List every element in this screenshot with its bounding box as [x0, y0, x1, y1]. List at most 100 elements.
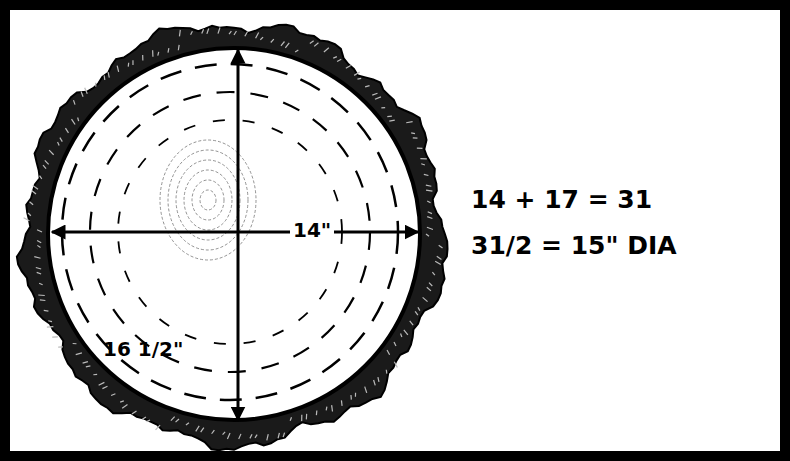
bark-texture [83, 362, 88, 363]
bark-texture [260, 37, 263, 40]
bark-texture [43, 165, 46, 169]
bark-texture [234, 31, 236, 35]
bark-texture [58, 346, 63, 347]
bark-outline [17, 25, 448, 451]
bark-texture [167, 48, 169, 53]
bark-texture [48, 320, 52, 322]
bark-texture [72, 119, 76, 124]
bark-texture [37, 240, 41, 242]
bark-texture [212, 430, 215, 434]
bark-texture [423, 297, 428, 301]
bark-texture [196, 426, 199, 431]
bark-texture [354, 72, 360, 75]
bark-texture [39, 283, 43, 285]
bark-texture [218, 27, 220, 33]
bark-texture [372, 93, 377, 95]
bark-texture [65, 128, 68, 133]
bark-texture [290, 417, 291, 421]
bark-texture [435, 261, 441, 264]
bark-texture [387, 116, 392, 118]
bark-texture [85, 88, 88, 94]
bark-texture [374, 380, 376, 385]
bark-texture [365, 387, 367, 393]
bark-texture [111, 394, 115, 396]
bark-texture [426, 185, 431, 186]
bark-texture [122, 404, 127, 408]
bark-texture [420, 158, 426, 159]
bark-texture [156, 425, 161, 430]
bark-texture [186, 423, 189, 425]
calculation-text: 14 + 17 = 31 [468, 186, 655, 214]
bark-texture [38, 294, 44, 296]
bark-texture [285, 43, 289, 48]
bark-texture [202, 29, 204, 33]
bark-texture [429, 283, 432, 286]
bark-texture [428, 212, 432, 214]
bark-texture [45, 160, 49, 164]
bark-texture [201, 428, 204, 433]
pith-ring [160, 140, 256, 260]
bark-texture [40, 299, 46, 301]
bark-texture [245, 31, 248, 36]
bark-texture [427, 287, 431, 291]
bark-texture [375, 97, 381, 99]
white-panel [10, 10, 780, 451]
bark-texture [346, 65, 351, 68]
bark-texture [295, 50, 298, 52]
bark-texture [341, 400, 343, 406]
bark-texture [401, 334, 402, 338]
bark-texture [314, 43, 318, 47]
bark-texture [49, 150, 54, 155]
bark-texture [73, 343, 77, 344]
bark-texture [306, 414, 308, 420]
bark-texture [427, 217, 432, 219]
bark-texture [404, 330, 408, 335]
bark-texture [283, 433, 284, 437]
bark-texture [324, 48, 329, 52]
bark-texture [365, 86, 369, 87]
bark-texture [439, 245, 443, 248]
bark-texture [337, 59, 341, 61]
bark-texture [227, 433, 230, 439]
pith-ring [168, 150, 248, 250]
bark-texture [418, 307, 420, 310]
pith-ring [184, 170, 232, 230]
bark-texture [437, 256, 442, 259]
bark-texture [350, 395, 352, 400]
bark-texture [179, 30, 181, 36]
bark-texture [333, 57, 337, 58]
bark-texture [421, 164, 425, 165]
bark-texture [40, 176, 42, 179]
bark-texture [34, 257, 40, 259]
bark-texture [229, 31, 231, 34]
bark-texture [426, 234, 429, 236]
bark-texture [326, 407, 328, 411]
bark-ring [17, 25, 448, 451]
bark-texture [387, 350, 390, 355]
bark-texture [386, 370, 388, 374]
bark-texture [250, 434, 252, 438]
bark-texture [426, 190, 432, 191]
bark-texture [30, 202, 34, 205]
bark-texture [132, 411, 137, 414]
bark-texture [316, 411, 318, 416]
bark-texture [132, 60, 133, 65]
bark-texture [142, 55, 143, 61]
bark-texture [310, 41, 314, 44]
pith-ring [200, 190, 216, 210]
bark-texture [32, 191, 36, 194]
bark-texture [99, 382, 105, 385]
bark-texture [301, 415, 302, 421]
bark-texture [427, 227, 433, 229]
bark-texture [95, 83, 96, 87]
bark-texture [104, 75, 106, 80]
bark-texture [406, 122, 412, 123]
bark-texture [256, 33, 259, 39]
bark-texture [158, 52, 159, 56]
wood-face [48, 48, 420, 420]
bark-texture [223, 432, 226, 435]
bark-texture [86, 365, 91, 367]
pith-ring [192, 180, 224, 220]
bark-texture [427, 201, 430, 203]
